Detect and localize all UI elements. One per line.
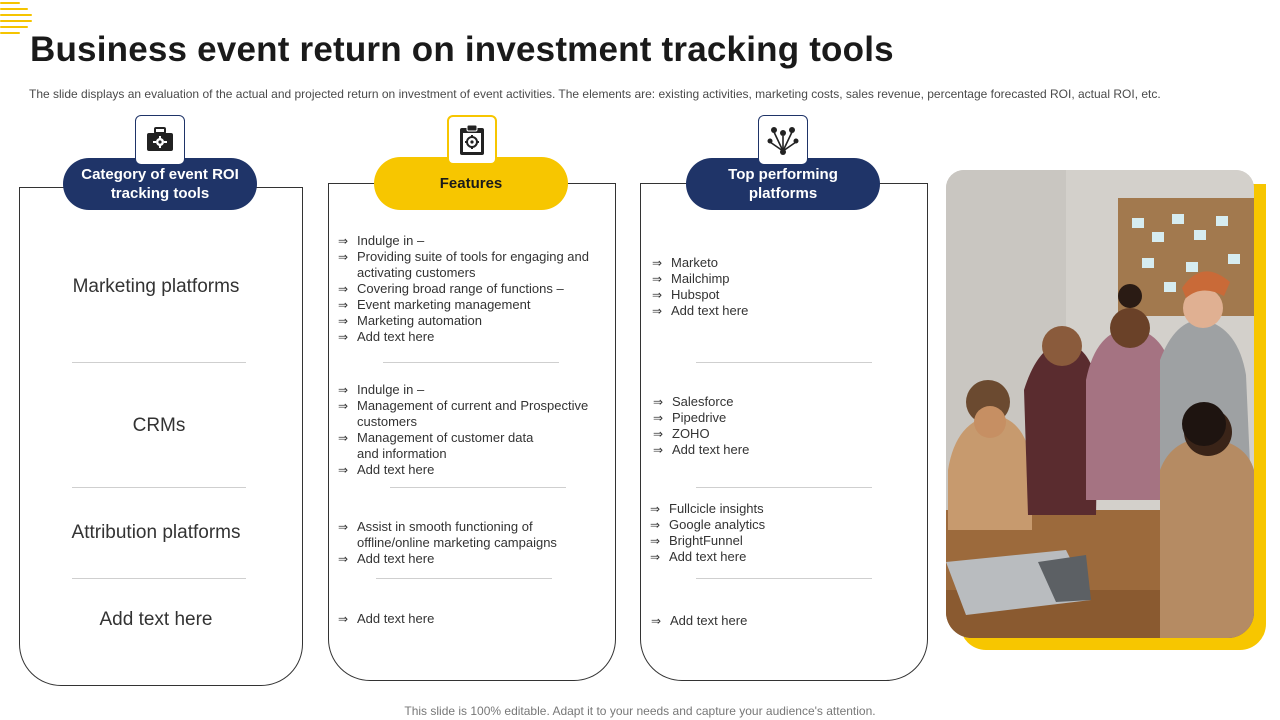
category-row-attribution: Attribution platforms — [71, 522, 241, 543]
list-item: Management of current and Prospective cu… — [338, 398, 600, 430]
features-group-2: Indulge in – Management of current and P… — [338, 382, 600, 478]
divider — [696, 578, 872, 579]
list-item: Fullcicle insights — [650, 501, 900, 517]
people-at-laptop-photo — [946, 170, 1254, 638]
list-item: Pipedrive — [653, 410, 903, 426]
page-subtitle: The slide displays an evaluation of the … — [29, 87, 1161, 101]
divider — [696, 487, 872, 488]
divider — [383, 362, 559, 363]
category-row-crms: CRMs — [132, 415, 186, 436]
list-item: ZOHO — [653, 426, 903, 442]
features-group-3: Assist in smooth functioning of offline/… — [338, 519, 570, 567]
divider — [72, 487, 246, 488]
platforms-header: Top performing platforms — [686, 158, 880, 210]
platforms-group-4: Add text here — [651, 613, 901, 629]
list-item: Add text here — [338, 329, 600, 345]
list-item: Assist in smooth functioning of offline/… — [338, 519, 570, 551]
list-item: Management of customer data and informat… — [338, 430, 537, 462]
list-item: Add text here — [651, 613, 901, 629]
list-item: Add text here — [338, 462, 600, 478]
list-item: Indulge in – — [338, 382, 600, 398]
divider — [72, 578, 246, 579]
list-item: Add text here — [338, 611, 600, 627]
list-item: Covering broad range of functions – — [338, 281, 600, 297]
divider — [390, 487, 566, 488]
features-header: Features — [374, 157, 568, 210]
category-row-marketing: Marketing platforms — [72, 276, 240, 297]
list-item: Indulge in – — [338, 233, 600, 249]
features-group-4: Add text here — [338, 611, 600, 627]
platforms-group-3: Fullcicle insights Google analytics Brig… — [650, 501, 900, 565]
list-item: Salesforce — [653, 394, 903, 410]
clipboard-gear-icon — [447, 115, 497, 165]
features-group-1: Indulge in – Providing suite of tools fo… — [338, 233, 600, 345]
list-item: Mailchimp — [652, 271, 902, 287]
divider — [72, 362, 246, 363]
list-item: Hubspot — [652, 287, 902, 303]
category-header: Category of event ROI tracking tools — [63, 158, 257, 210]
page-title: Business event return on investment trac… — [30, 30, 894, 69]
platforms-group-1: Marketo Mailchimp Hubspot Add text here — [652, 255, 902, 319]
divider — [696, 362, 872, 363]
decorative-stripes — [0, 2, 34, 48]
list-item: Add text here — [338, 551, 570, 567]
list-item: Add text here — [653, 442, 903, 458]
list-item: Google analytics — [650, 517, 900, 533]
category-card — [19, 187, 303, 686]
list-item: Event marketing management — [338, 297, 600, 313]
list-item: Marketo — [652, 255, 902, 271]
category-row-add-text: Add text here — [99, 609, 213, 630]
list-item: Add text here — [650, 549, 900, 565]
network-nodes-icon — [758, 115, 808, 165]
toolbox-icon — [135, 115, 185, 165]
list-item: Add text here — [652, 303, 902, 319]
platforms-group-2: Salesforce Pipedrive ZOHO Add text here — [653, 394, 903, 458]
list-item: Providing suite of tools for engaging an… — [338, 249, 600, 281]
footer-note: This slide is 100% editable. Adapt it to… — [404, 704, 876, 718]
divider — [376, 578, 552, 579]
list-item: BrightFunnel — [650, 533, 900, 549]
list-item: Marketing automation — [338, 313, 600, 329]
